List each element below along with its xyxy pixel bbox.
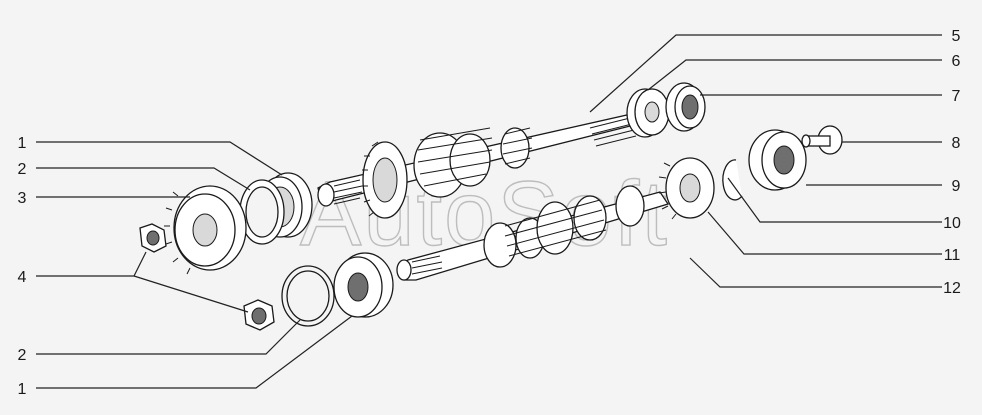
leader-lines: [36, 34, 942, 389]
callout-6: 6: [952, 53, 961, 70]
bearing-1-lower: [333, 252, 394, 318]
bearing-6: [626, 88, 670, 138]
callout-1-left: 1: [18, 135, 27, 152]
circlip-2-lower: [281, 265, 335, 327]
callout-7: 7: [952, 88, 961, 105]
lower-shaft: [396, 185, 670, 281]
ring-2-upper: [239, 179, 285, 245]
callout-2-bottom: 2: [18, 347, 27, 364]
callout-9: 9: [952, 178, 961, 195]
callout-labels: 1 2 3 4 2 1 5 6 7 8 9 10 11 12: [18, 28, 961, 398]
upper-shaft-spline-left: [317, 179, 363, 207]
callout-12: 12: [943, 280, 961, 297]
pinion-11: [658, 157, 715, 220]
gear-3: [164, 185, 247, 275]
bearing-7: [665, 82, 706, 132]
callout-4: 4: [18, 269, 27, 286]
callout-10: 10: [943, 215, 961, 232]
callout-5: 5: [952, 28, 961, 45]
nut-4-upper: [139, 223, 167, 253]
bolt-8: [801, 125, 843, 155]
bearing-9: [748, 129, 807, 191]
nut-4-lower: [243, 299, 275, 331]
callout-8: 8: [952, 135, 961, 152]
callout-2-left: 2: [18, 161, 27, 178]
upper-shaft: [317, 111, 648, 219]
upper-gear-c: [500, 127, 533, 169]
upper-gear-a: [362, 141, 408, 219]
callout-11: 11: [944, 247, 961, 264]
callout-1-bottom: 1: [18, 381, 27, 398]
upper-gear-b: [413, 127, 493, 198]
callout-3: 3: [18, 190, 27, 207]
lower-gear-sections: [483, 185, 645, 268]
